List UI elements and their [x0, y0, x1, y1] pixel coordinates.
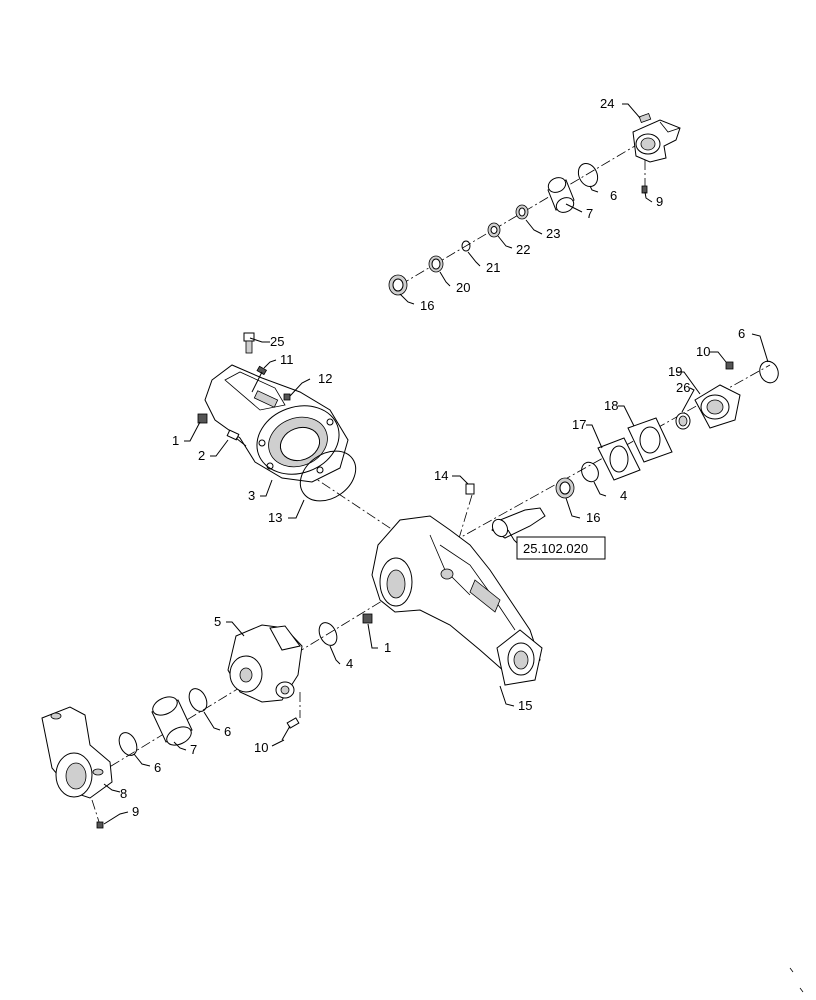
callout-8: 8 — [120, 786, 127, 801]
part-21-snap-ring — [461, 240, 471, 252]
part-11-screw — [251, 365, 268, 393]
callout-26: 26 — [676, 380, 690, 395]
part-15-axle-housing — [371, 515, 543, 686]
part-7-bushing-left — [151, 696, 193, 746]
part-1-plug-left — [197, 413, 208, 424]
callout-7-left: 7 — [190, 742, 197, 757]
part-1-plug-center — [362, 613, 373, 624]
callout-13: 13 — [268, 510, 282, 525]
part-17-gasket — [597, 437, 641, 481]
part-6-oring-top — [577, 162, 599, 188]
callout-16-right: 16 — [586, 510, 600, 525]
callout-1: 1 — [172, 433, 179, 448]
part-6-oring-left-a — [188, 688, 208, 712]
part-10-bolt-right — [725, 361, 734, 370]
callout-5: 5 — [214, 614, 221, 629]
part-22-washer — [487, 222, 501, 238]
callout-23: 23 — [546, 226, 560, 241]
callout-2: 2 — [198, 448, 205, 463]
part-20-retaining-ring — [428, 255, 444, 273]
part-9-grease-nipple-left — [96, 821, 104, 829]
callout-24: 24 — [600, 96, 614, 111]
part-19-bearing-housing — [694, 384, 741, 429]
callout-14: 14 — [434, 468, 448, 483]
part-23-bearing — [515, 204, 529, 220]
callout-25: 25 — [270, 334, 284, 349]
callout-6: 6 — [610, 188, 617, 203]
callout-4-right: 4 — [620, 488, 627, 503]
part-12-plug — [283, 393, 291, 401]
part-7-bushing-top — [547, 177, 575, 213]
callout-18: 18 — [604, 398, 618, 413]
part-18-cover-plate — [627, 417, 673, 463]
part-25-breather — [243, 332, 255, 354]
callout-17: 17 — [572, 417, 586, 432]
part-2-bolt — [226, 429, 247, 447]
leader-lines — [103, 103, 769, 825]
callout-20: 20 — [456, 280, 470, 295]
part-9-grease-nipple-top — [641, 185, 648, 194]
part-16-seal-right — [555, 477, 575, 499]
part-24-bracket — [632, 112, 681, 163]
callout-9: 9 — [656, 194, 663, 209]
callout-11: 11 — [280, 352, 294, 367]
part-26-bushing — [675, 412, 691, 430]
part-8-bracket — [41, 706, 113, 799]
callout-6-left-b: 6 — [154, 760, 161, 775]
callout-19: 19 — [668, 364, 682, 379]
shaft-reference-part — [491, 507, 546, 539]
callout-10-right: 10 — [696, 344, 710, 359]
callout-16: 16 — [420, 298, 434, 313]
callout-6-right: 6 — [738, 326, 745, 341]
callout-9-left: 9 — [132, 804, 139, 819]
callout-7: 7 — [586, 206, 593, 221]
part-4-oring-left — [318, 622, 338, 646]
part-4-oring-right — [581, 461, 599, 483]
reference-label[interactable]: 25.102.020 — [523, 541, 588, 556]
reference-link[interactable]: 25.102.020 — [516, 536, 606, 560]
part-14-plug — [465, 483, 475, 495]
callout-22: 22 — [516, 242, 530, 257]
callout-4-left: 4 — [346, 656, 353, 671]
callout-labels: 24 9 6 7 23 22 21 20 16 25 11 12 1 2 3 1… — [120, 96, 745, 819]
callout-1-center: 1 — [384, 640, 391, 655]
part-3-flange-housing — [204, 364, 349, 483]
callout-12: 12 — [318, 371, 332, 386]
callout-3: 3 — [248, 488, 255, 503]
callout-6-left-a: 6 — [224, 724, 231, 739]
part-6-oring-right — [759, 360, 779, 384]
part-16-seal-top — [388, 274, 408, 296]
part-5-pivot-housing — [227, 624, 303, 703]
callout-21: 21 — [486, 260, 500, 275]
callout-10-left: 10 — [254, 740, 268, 755]
part-6-oring-left-b — [118, 732, 138, 756]
part-13-oring-large — [299, 450, 357, 502]
part-10-bolt-left — [281, 717, 300, 741]
callout-15: 15 — [518, 698, 532, 713]
corner-marks — [789, 967, 804, 993]
